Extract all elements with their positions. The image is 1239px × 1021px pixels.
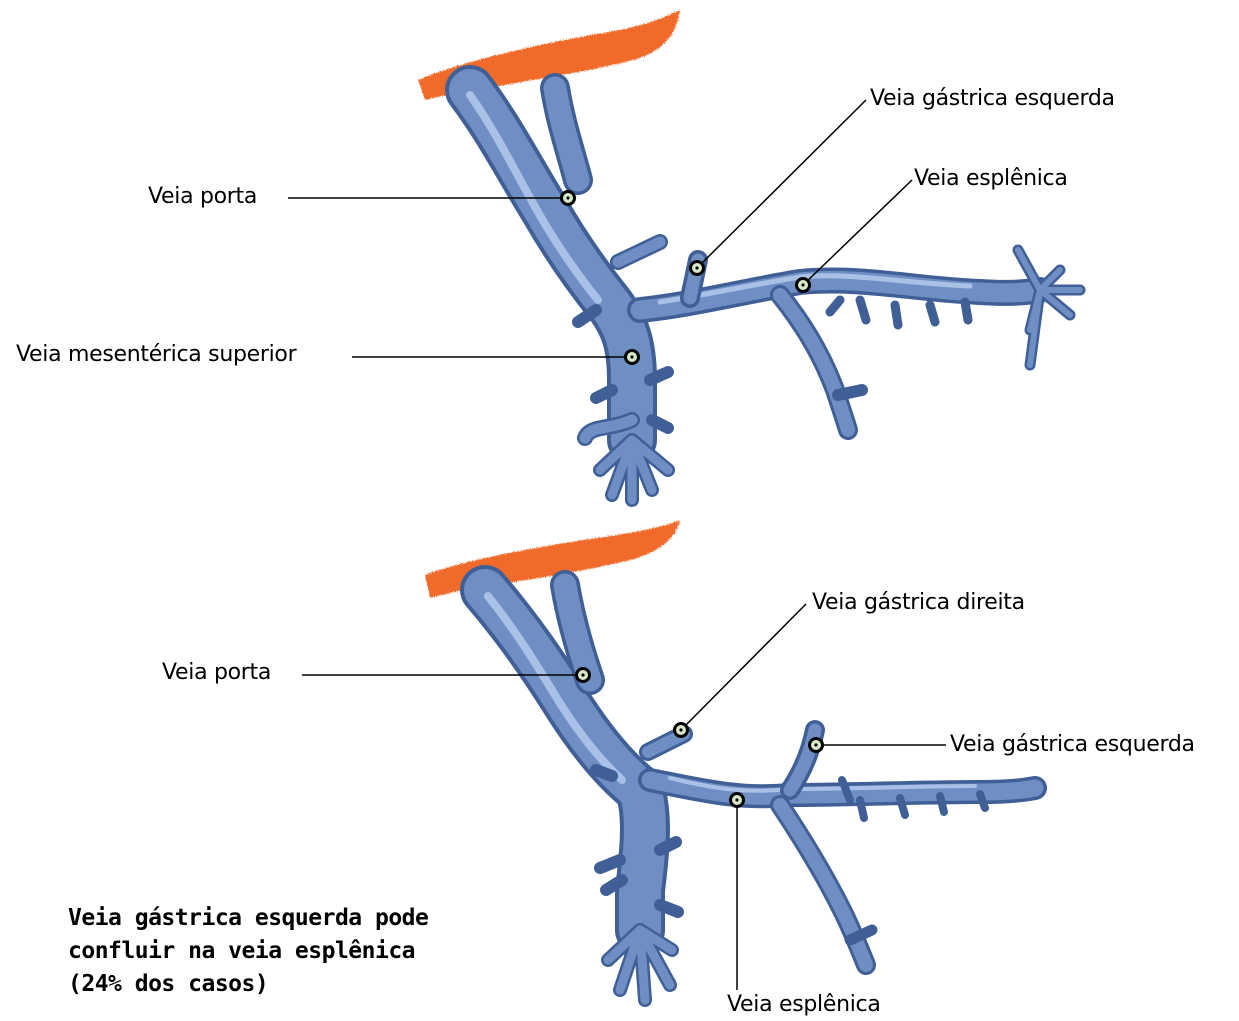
top-portal-vein bbox=[470, 88, 668, 500]
leader-top-left-gastric bbox=[697, 100, 866, 268]
caption-line-1: Veia gástrica esquerda pode bbox=[68, 902, 428, 935]
top-splenic-vein bbox=[640, 250, 1080, 430]
top-vein-system bbox=[418, 10, 1080, 500]
label-top-left-gastric-vein: Veia gástrica esquerda bbox=[870, 88, 1115, 110]
label-top-splenic-vein: Veia esplênica bbox=[914, 168, 1068, 190]
label-bottom-splenic-vein: Veia esplênica bbox=[727, 994, 881, 1016]
caption-line-2: confluir na veia esplênica bbox=[68, 935, 428, 968]
leader-bottom-right-gastric bbox=[681, 604, 806, 730]
label-bottom-right-gastric-vein: Veia gástrica direita bbox=[812, 592, 1025, 614]
label-top-portal-vein: Veia porta bbox=[148, 186, 257, 208]
figure-caption: Veia gástrica esquerda pode confluir na … bbox=[68, 902, 428, 1001]
label-bottom-left-gastric-vein: Veia gástrica esquerda bbox=[950, 734, 1195, 756]
caption-line-3: (24% dos casos) bbox=[68, 968, 428, 1001]
bottom-splenic-vein bbox=[650, 730, 1035, 965]
label-top-superior-mesenteric-vein: Veia mesentérica superior bbox=[16, 344, 296, 366]
label-bottom-portal-vein: Veia porta bbox=[162, 662, 271, 684]
